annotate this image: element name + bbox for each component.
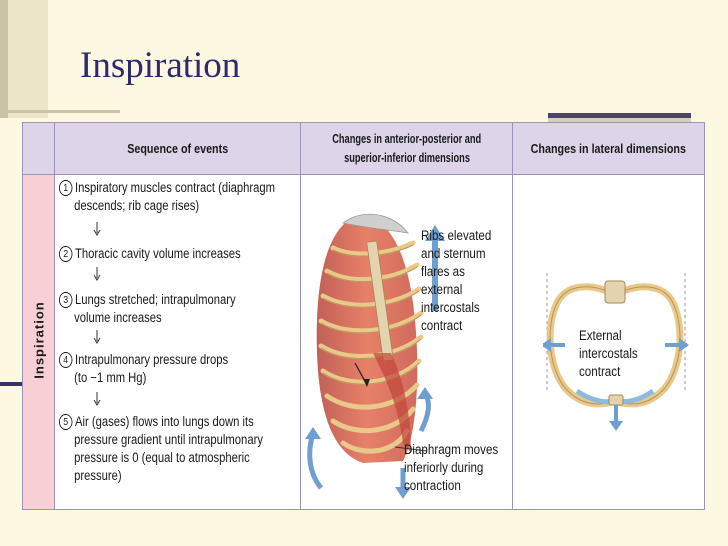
- decor-rule-left: [0, 110, 120, 113]
- respiration-table: Sequence of events Changes in anterior-p…: [22, 122, 705, 510]
- header-ap-line2: superior-inferior dimensions: [343, 150, 470, 165]
- decor-stripe-bottom: [0, 382, 22, 386]
- diaphragm-label: Diaphragm moves inferiorly during contra…: [404, 442, 499, 493]
- header-sequence: Sequence of events: [55, 123, 301, 174]
- decor-rule-right-light: [548, 118, 691, 122]
- row-label-inspiration: Inspiration: [31, 301, 47, 379]
- up-arrow-icon: [425, 225, 445, 311]
- header-ap-line1: Changes in anterior-posterior and: [332, 131, 481, 146]
- column-divider: [512, 175, 513, 509]
- step-number: 1: [59, 180, 73, 196]
- header-blank-cell: [23, 123, 55, 174]
- row-label-cell: Inspiration: [23, 175, 55, 509]
- header-ap-dimensions: Changes in anterior-posterior and superio…: [301, 123, 513, 174]
- down-arrow-icon: [93, 267, 101, 281]
- pointer-line: [395, 446, 428, 452]
- slide-title: Inspiration: [80, 45, 241, 86]
- step-number: 3: [59, 292, 73, 308]
- external-intercostals-label: External intercostals contract: [579, 328, 638, 379]
- header-lateral-dimensions: Changes in lateral dimensions: [513, 123, 704, 174]
- decor-stripe-dark: [0, 0, 8, 118]
- header-divider: [23, 174, 704, 175]
- ribcage-illustration: [305, 214, 433, 499]
- step-number: 4: [59, 352, 73, 368]
- step-number: 5: [59, 414, 73, 430]
- decor-stripe-light: [8, 0, 48, 118]
- decor-rule-right: [548, 113, 691, 118]
- down-arrow-icon: [93, 392, 101, 406]
- down-arrow-icon: [93, 330, 101, 344]
- ribs-elevated-label: Ribs elevated and sternum flares as exte…: [421, 228, 492, 333]
- lateral-ribcage-illustration: [543, 273, 689, 431]
- column-divider: [300, 175, 301, 509]
- down-arrow-icon: [93, 222, 101, 236]
- step-number: 2: [59, 246, 73, 262]
